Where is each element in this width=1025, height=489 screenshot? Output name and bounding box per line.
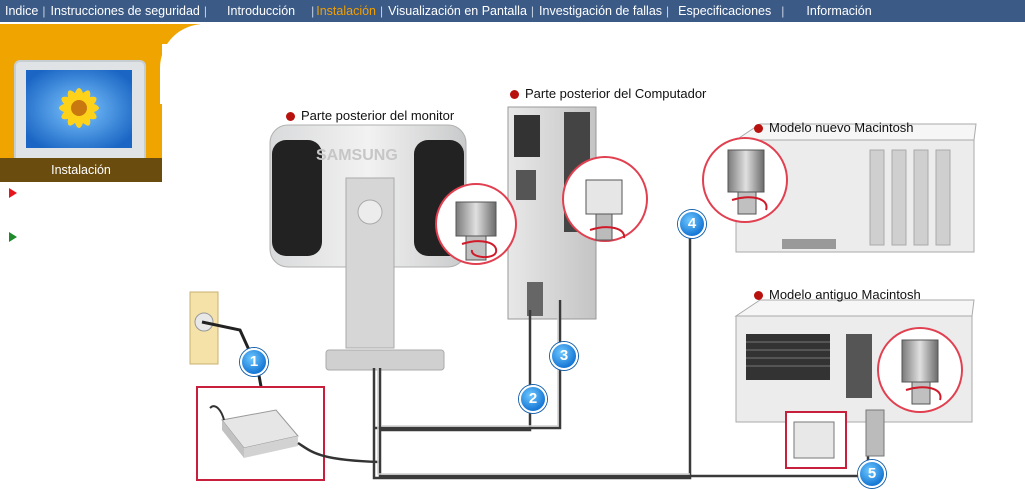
step-1-badge: 1 — [240, 348, 268, 376]
callout-connector-mac-new — [703, 138, 787, 222]
red-dot-icon — [754, 291, 763, 300]
step-3-badge: 3 — [550, 342, 578, 370]
label-mac-new-text: Modelo nuevo Macintosh — [769, 120, 914, 135]
step-4-badge: 4 — [678, 210, 706, 238]
callout-connector-mac-old — [878, 328, 962, 412]
label-mac-new: Modelo nuevo Macintosh — [754, 120, 914, 135]
red-dot-icon — [754, 124, 763, 133]
label-monitor-back-text: Parte posterior del monitor — [301, 108, 454, 123]
label-monitor-back: Parte posterior del monitor — [286, 108, 454, 123]
monitor-back: SAMSUNG — [270, 125, 466, 370]
label-computer-back-text: Parte posterior del Computador — [525, 86, 706, 101]
callout-connector-computer — [563, 157, 647, 241]
label-mac-old-text: Modelo antiguo Macintosh — [769, 287, 921, 302]
red-dot-icon — [286, 112, 295, 121]
monitor-brand: SAMSUNG — [316, 147, 398, 164]
label-computer-back: Parte posterior del Computador — [510, 86, 706, 101]
callout-connector-monitor — [436, 184, 516, 264]
step-2-badge: 2 — [519, 385, 547, 413]
wall-outlet — [190, 292, 262, 392]
label-mac-old: Modelo antiguo Macintosh — [754, 287, 921, 302]
mac-adapter — [794, 422, 834, 458]
step-5-badge: 5 — [858, 460, 886, 488]
mac-cable-plug — [866, 410, 884, 456]
red-dot-icon — [510, 90, 519, 99]
